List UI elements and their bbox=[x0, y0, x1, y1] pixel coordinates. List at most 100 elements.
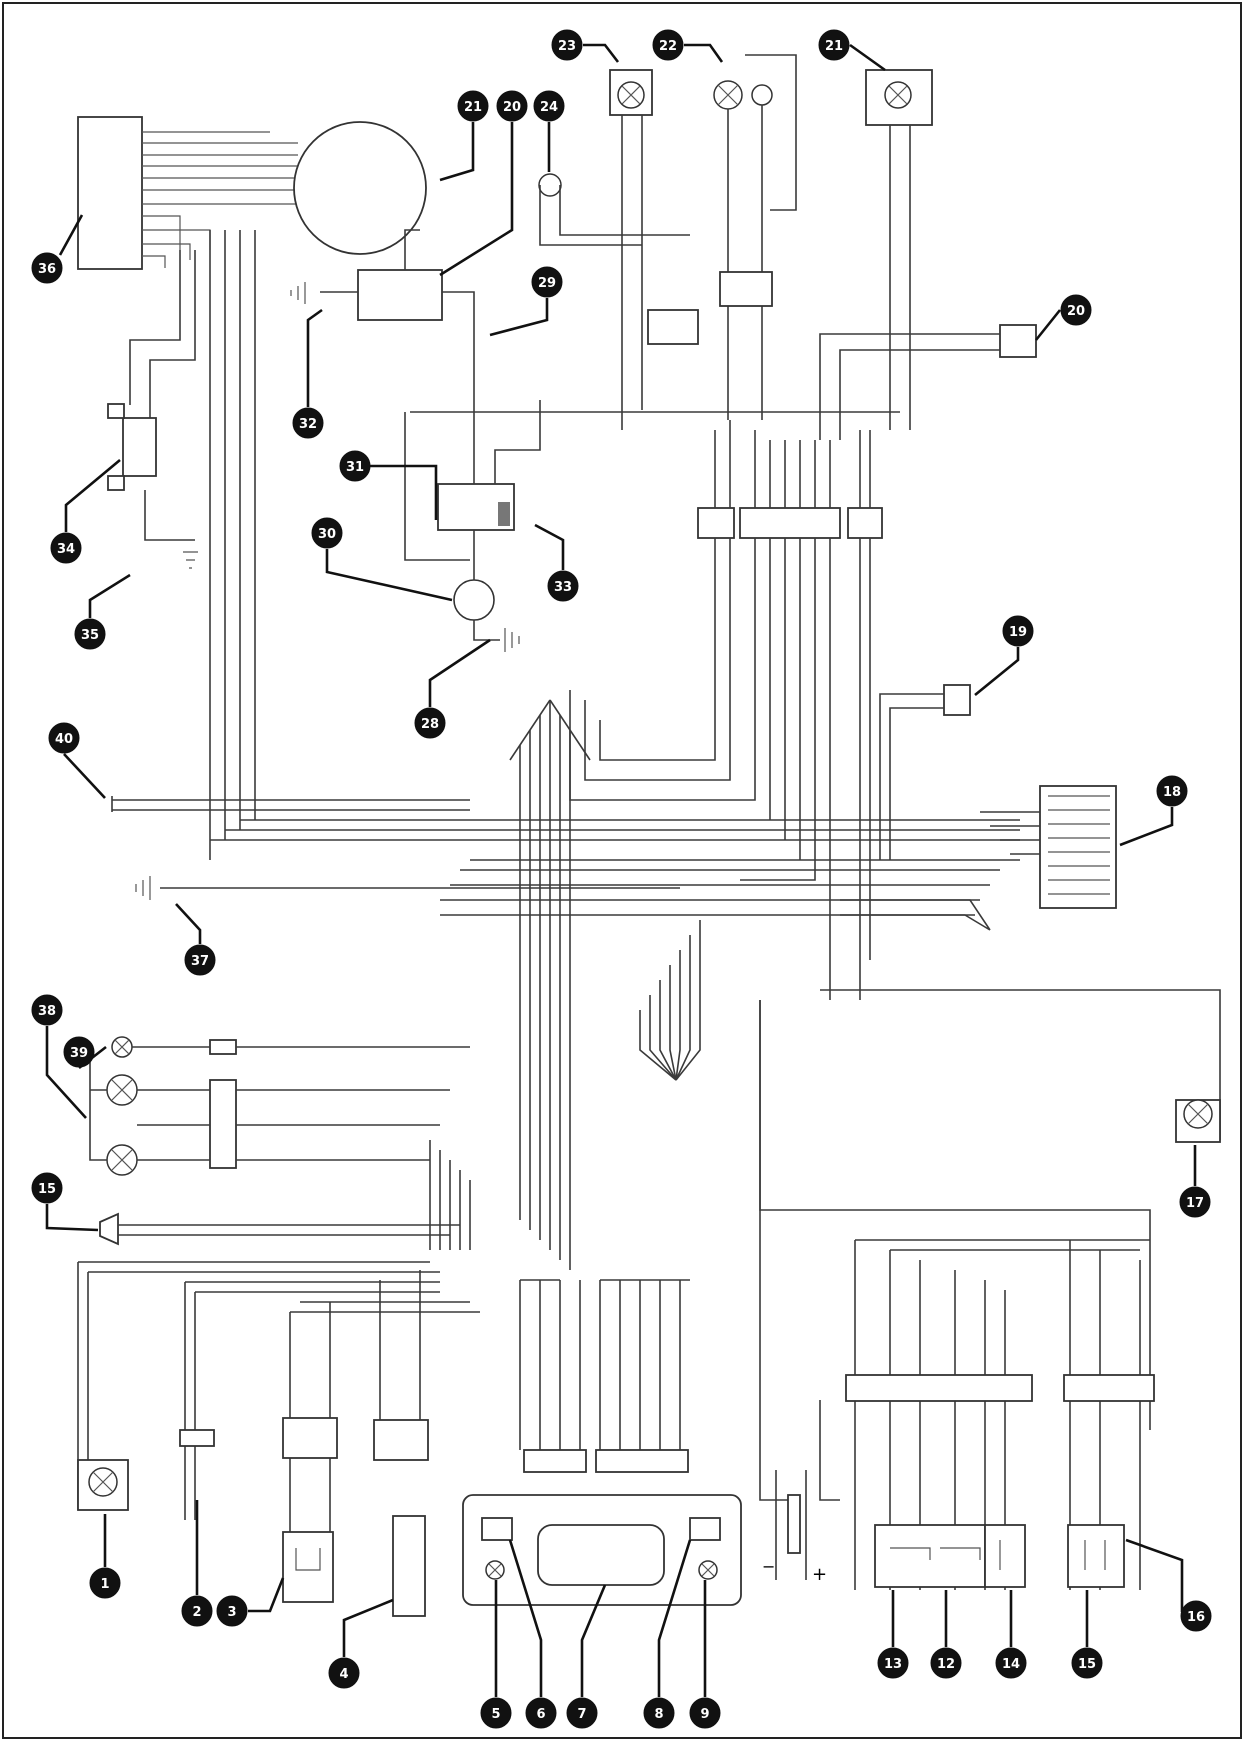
callout-label: 40 bbox=[55, 732, 73, 747]
callout-circle bbox=[48, 722, 80, 754]
central-harness bbox=[210, 538, 1221, 1430]
callout-c-dash-3: 7 bbox=[566, 1697, 598, 1729]
battery: − + bbox=[759, 1000, 840, 1585]
connector-blocks-mid bbox=[647, 271, 1037, 539]
callout-label: 18 bbox=[1163, 785, 1181, 800]
callout-label: 35 bbox=[81, 628, 99, 643]
callout-c-wire-a: 29 bbox=[531, 266, 563, 298]
dashboard-panel bbox=[462, 1279, 742, 1606]
callout-c-relay: 31 bbox=[339, 450, 371, 482]
callout-label: 24 bbox=[540, 100, 558, 115]
callout-circle bbox=[1180, 1600, 1212, 1632]
callout-circle bbox=[31, 252, 63, 284]
callout-circle bbox=[89, 1567, 121, 1599]
callout-c-dash-4: 8 bbox=[643, 1697, 675, 1729]
callout-c-diode: 2 bbox=[181, 1595, 213, 1627]
callout-label: 13 bbox=[884, 1657, 902, 1672]
callout-c-indicator-small: 39 bbox=[63, 1036, 95, 1068]
callout-label: 22 bbox=[659, 39, 677, 54]
callout-c-ground-a: 32 bbox=[292, 407, 324, 439]
ecu-unit bbox=[980, 785, 1117, 909]
callout-circle bbox=[311, 517, 343, 549]
callout-label: 21 bbox=[464, 100, 482, 115]
callout-label: 2 bbox=[192, 1605, 201, 1620]
battery-plus: + bbox=[812, 1564, 827, 1585]
callout-c-lamp-2: 22 bbox=[652, 29, 684, 61]
regulator bbox=[107, 403, 198, 569]
callout-circle bbox=[184, 944, 216, 976]
callout-c-headlamp: 38 bbox=[31, 994, 63, 1026]
callout-label: 20 bbox=[503, 100, 521, 115]
callout-label: 28 bbox=[421, 717, 439, 732]
rear-lamp-right bbox=[1175, 1099, 1221, 1143]
callout-circle bbox=[328, 1657, 360, 1689]
callout-circle bbox=[531, 266, 563, 298]
callout-label: 7 bbox=[577, 1707, 586, 1722]
callout-c-switch-r4: 15 bbox=[1071, 1647, 1103, 1679]
callout-c-switch-r2: 12 bbox=[930, 1647, 962, 1679]
callout-circle bbox=[551, 29, 583, 61]
callout-c-lamp-3: 21 bbox=[818, 29, 850, 61]
callout-label: 37 bbox=[191, 954, 209, 969]
callout-c-ecu: 18 bbox=[1156, 775, 1188, 807]
callout-label: 15 bbox=[38, 1182, 56, 1197]
callout-label: 34 bbox=[57, 542, 75, 557]
callout-label: 19 bbox=[1009, 625, 1027, 640]
callout-c-horn: 15 bbox=[31, 1172, 63, 1204]
callout-c-relay-top: 20 bbox=[496, 90, 528, 122]
callout-circle bbox=[339, 450, 371, 482]
callout-c-fuse: 33 bbox=[547, 570, 579, 602]
lower-left-components bbox=[77, 1261, 480, 1617]
callout-c-switch-r3: 14 bbox=[995, 1647, 1027, 1679]
callout-leaders bbox=[45, 43, 1197, 1697]
callout-c-ground-d: 37 bbox=[184, 944, 216, 976]
callout-circle bbox=[457, 90, 489, 122]
callout-c-ground-b: 35 bbox=[74, 618, 106, 650]
callout-c-rear-left-lamp: 1 bbox=[89, 1567, 121, 1599]
relay-top bbox=[290, 229, 475, 460]
callout-label: 15 bbox=[1078, 1657, 1096, 1672]
callout-c-ground-c: 28 bbox=[414, 707, 446, 739]
callout-circle bbox=[292, 407, 324, 439]
callout-label: 23 bbox=[558, 39, 576, 54]
callout-label: 38 bbox=[38, 1004, 56, 1019]
callout-label: 5 bbox=[491, 1707, 500, 1722]
callout-circle bbox=[31, 994, 63, 1026]
switch-left bbox=[111, 796, 470, 812]
callout-c-instrument-cluster: 21 bbox=[457, 90, 489, 122]
callout-circle bbox=[877, 1647, 909, 1679]
callout-label: 32 bbox=[299, 417, 317, 432]
callout-circle bbox=[930, 1647, 962, 1679]
callout-c-starter: 30 bbox=[311, 517, 343, 549]
callout-label: 1 bbox=[100, 1577, 109, 1592]
callout-c-switch-box: 3 bbox=[216, 1595, 248, 1627]
callout-circle bbox=[74, 618, 106, 650]
callout-label: 21 bbox=[825, 39, 843, 54]
callout-label: 16 bbox=[1187, 1610, 1205, 1625]
callout-c-switch-left: 40 bbox=[48, 722, 80, 754]
lamp-group-top bbox=[538, 54, 933, 430]
callout-label: 39 bbox=[70, 1046, 88, 1061]
callout-circle bbox=[566, 1697, 598, 1729]
callout-circle bbox=[547, 570, 579, 602]
callout-circle bbox=[1060, 294, 1092, 326]
callout-label: 8 bbox=[654, 1707, 663, 1722]
callout-circle bbox=[818, 29, 850, 61]
callout-c-dash-2: 6 bbox=[525, 1697, 557, 1729]
callout-circle bbox=[689, 1697, 721, 1729]
callout-label: 29 bbox=[538, 276, 556, 291]
callout-c-speed-sensor: 19 bbox=[1002, 615, 1034, 647]
ground-symbol bbox=[135, 876, 680, 900]
callout-c-lamp-1: 23 bbox=[551, 29, 583, 61]
callout-circle bbox=[1071, 1647, 1103, 1679]
callout-label: 17 bbox=[1186, 1196, 1204, 1211]
callout-c-connector-right-top: 20 bbox=[1060, 294, 1092, 326]
callout-circle bbox=[652, 29, 684, 61]
callout-circle bbox=[1179, 1186, 1211, 1218]
callout-label: 14 bbox=[1002, 1657, 1020, 1672]
callout-circle bbox=[496, 90, 528, 122]
horn bbox=[99, 1212, 460, 1246]
battery-minus: − bbox=[762, 1557, 775, 1576]
